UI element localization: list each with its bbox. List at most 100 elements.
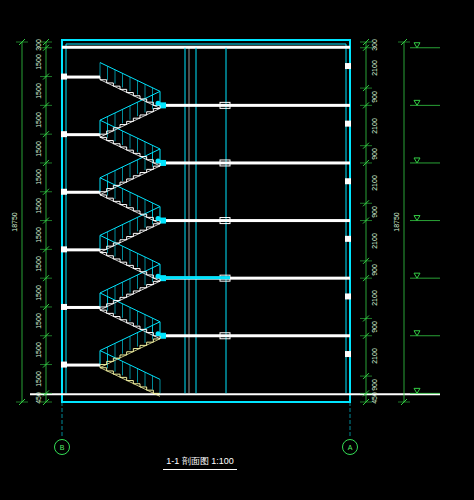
- drawing-line: [122, 225, 123, 239]
- drawing-line: [115, 228, 116, 242]
- drawing-line: [62, 402, 350, 403]
- dimension-text: 18750: [11, 212, 18, 231]
- newel-post: [156, 216, 161, 221]
- drawing-line: [137, 138, 138, 152]
- drawing-line: [100, 120, 101, 134]
- drawing-line: [410, 105, 440, 106]
- drawing-line: [137, 253, 138, 267]
- drawing-line: [100, 351, 101, 365]
- dimension-text: 900: [371, 321, 378, 333]
- drawing-line: [360, 402, 372, 403]
- stair-flight: [100, 336, 160, 365]
- drawing-line: [122, 361, 123, 375]
- drawing-line: [404, 42, 405, 402]
- dimension-text: 18750: [393, 212, 400, 231]
- dimension-text: 300: [35, 39, 42, 51]
- dimension-text: 2100: [371, 348, 378, 364]
- drawing-line: [130, 135, 131, 149]
- drawing-line: [360, 42, 372, 43]
- stair-flight: [100, 365, 160, 394]
- drawing-line: [360, 376, 372, 377]
- drawing-line: [107, 66, 108, 80]
- drawing-line: [62, 402, 63, 438]
- drawing-line: [360, 105, 372, 106]
- floor-slab: [160, 104, 350, 107]
- beam: [220, 102, 230, 108]
- landing: [66, 306, 100, 309]
- building-outline: [62, 40, 350, 402]
- drawing-line: [360, 335, 372, 336]
- dimension-text: 2100: [371, 118, 378, 134]
- floor-slab: [160, 334, 350, 337]
- drawing-line: [360, 318, 372, 319]
- drawing-line: [100, 120, 160, 149]
- lintel: [345, 293, 351, 299]
- dimension-text: 1500: [35, 112, 42, 128]
- drawing-line: [145, 372, 146, 386]
- dimension-text: 2100: [371, 233, 378, 249]
- drawing-line: [398, 402, 410, 403]
- beam: [160, 102, 166, 108]
- drawing-line: [137, 196, 138, 210]
- newel-post: [156, 158, 161, 163]
- stair-flight: [100, 307, 160, 336]
- drawing-line: [100, 293, 101, 307]
- drawing-line: [40, 47, 52, 48]
- roof-slab: [62, 46, 350, 49]
- drawing-line: [122, 246, 123, 260]
- drawing-line: [152, 203, 153, 217]
- drawing-line: [122, 304, 123, 318]
- drawing-line: [410, 393, 440, 394]
- lintel: [345, 236, 351, 242]
- drawing-line: [130, 192, 131, 206]
- drawing-line: [360, 47, 372, 48]
- drawing-line: [100, 178, 101, 192]
- dimension-text: 300: [371, 39, 378, 51]
- drawing-line: [360, 162, 372, 163]
- dimension-text: 450: [35, 392, 42, 404]
- drawing-line: [122, 340, 123, 354]
- drawing-line: [107, 232, 108, 246]
- drawing-line: [100, 63, 160, 92]
- beam: [160, 333, 166, 339]
- drawing-line: [137, 333, 138, 347]
- dimension-text: 900: [371, 148, 378, 160]
- drawing-line: [130, 77, 131, 91]
- drawing-line: [360, 220, 372, 221]
- floor-slab: [160, 161, 350, 164]
- drawing-line: [410, 335, 440, 336]
- drawing-line: [115, 113, 116, 127]
- drawing-line: [130, 365, 131, 379]
- drawing-line: [137, 217, 138, 231]
- dimension-text: 1500: [35, 141, 42, 157]
- drawing-line: [115, 286, 116, 300]
- lintel: [345, 63, 351, 69]
- stair-flight: [100, 249, 160, 278]
- axis-circle: A: [342, 439, 358, 455]
- floor-slab: [160, 219, 350, 222]
- drawing-line: [40, 364, 52, 365]
- drawing-line: [100, 351, 101, 365]
- dimension-text: 1500: [35, 83, 42, 99]
- drawing-line: [107, 117, 108, 131]
- drawing-line: [100, 178, 160, 207]
- drawing-line: [360, 88, 372, 89]
- drawing-line: [40, 162, 52, 163]
- drawing-line: [152, 88, 153, 102]
- drawing-line: [40, 42, 52, 43]
- dimension-text: 900: [371, 379, 378, 391]
- drawing-line: [360, 203, 372, 204]
- beam: [220, 218, 230, 224]
- drawing-line: [40, 191, 52, 192]
- drawing-line: [360, 260, 372, 261]
- level-mark: [414, 158, 420, 163]
- stair-flight: [100, 105, 160, 134]
- drawing-line: [145, 84, 146, 98]
- floor-slab: [160, 277, 350, 280]
- dimension-text: 1500: [35, 170, 42, 186]
- drawing-line: [130, 221, 131, 235]
- drawing-line: [40, 249, 52, 250]
- drawing-line: [100, 235, 101, 249]
- newel-post: [156, 331, 161, 336]
